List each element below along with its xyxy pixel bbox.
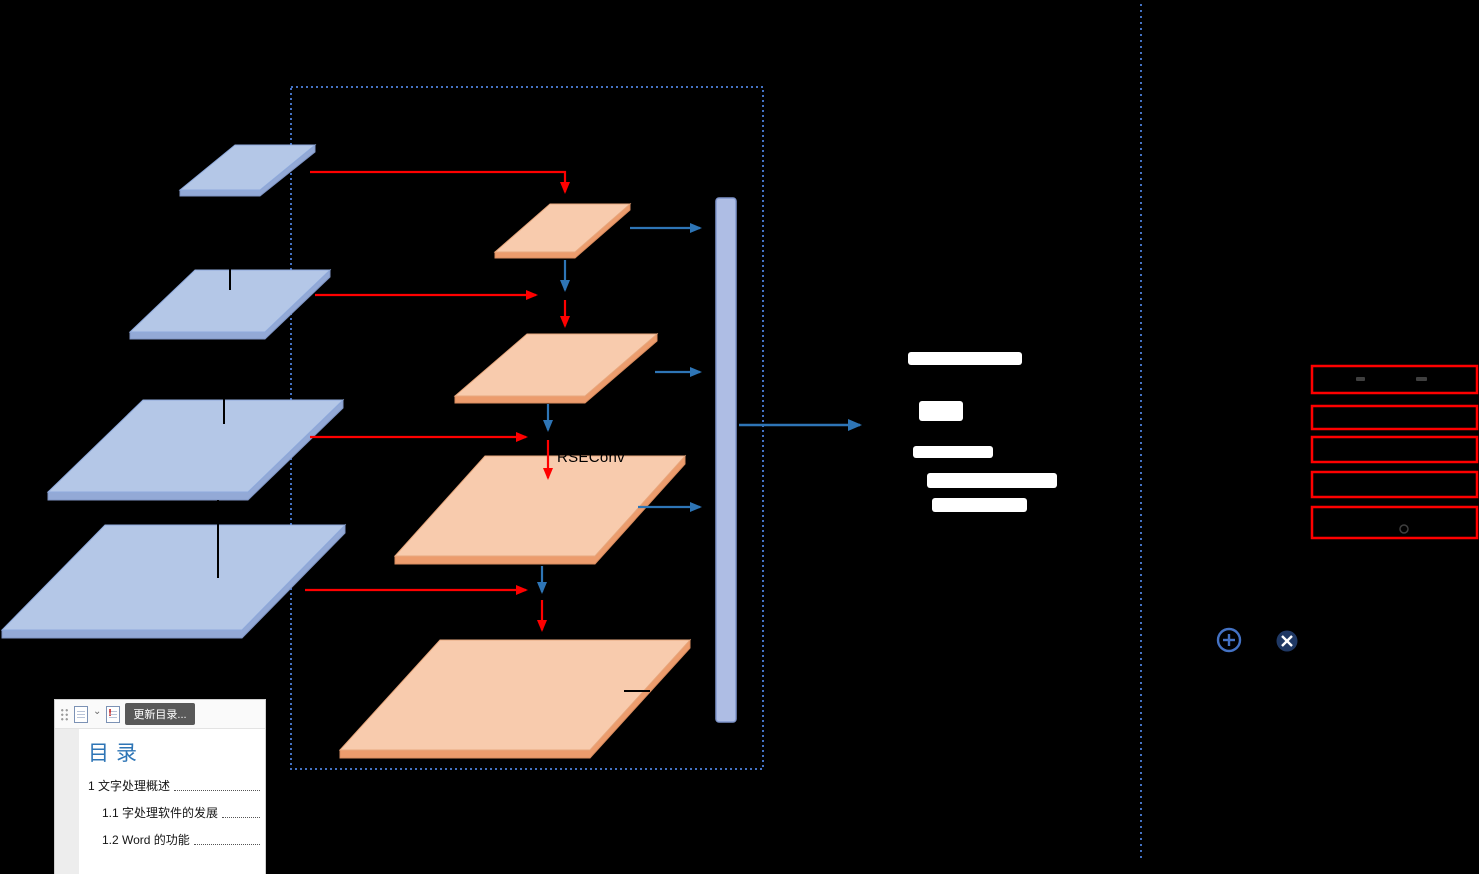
- update-toc-button[interactable]: 更新目录...: [125, 703, 195, 725]
- input-feature-level-1: [178, 143, 317, 197]
- faint-glyphs: [1356, 377, 1427, 534]
- toc-entry-label: 1.1 字处理软件的发展: [102, 806, 219, 820]
- lateral-connection-arrows: [305, 170, 570, 632]
- enhanced-feature-level-1: [493, 202, 632, 259]
- dotted-leader: [174, 790, 260, 791]
- enhanced-feature-level-2: [453, 332, 659, 404]
- chevron-down-icon[interactable]: ⌄: [93, 706, 102, 717]
- toc-entry-2[interactable]: 1.1 字处理软件的发展: [102, 804, 261, 821]
- input-feature-level-3: [46, 398, 345, 501]
- enhanced-feature-level-3: [393, 454, 687, 565]
- red-outline-box-5: [1310, 505, 1479, 540]
- multiply-operation-icon: [1276, 630, 1298, 652]
- toc-content: 目录 1 文字处理概述 1.1 字处理软件的发展 1.2 Word 的功能: [79, 729, 265, 874]
- red-exclamation-mark: !: [108, 707, 112, 719]
- highlighted-text-bars: [908, 352, 1057, 512]
- red-outline-box-2: [1310, 404, 1479, 431]
- enhanced-feature-level-4: [338, 638, 692, 759]
- toc-entry-3[interactable]: 1.2 Word 的功能: [102, 831, 261, 848]
- red-outline-box-1: [1310, 364, 1479, 395]
- input-feature-level-2: [128, 268, 332, 340]
- dotted-leader: [193, 844, 260, 845]
- toc-entry-1[interactable]: 1 文字处理概述: [88, 777, 261, 794]
- toc-body: 目录 1 文字处理概述 1.1 字处理软件的发展 1.2 Word 的功能: [55, 729, 265, 874]
- toc-title: 目录: [88, 742, 144, 765]
- toc-entry-label: 1 文字处理概述: [88, 779, 171, 793]
- add-operation-icon: [1216, 627, 1242, 653]
- red-outline-boxes: [1310, 364, 1479, 540]
- toc-document-icon[interactable]: [74, 705, 88, 723]
- rseconv-label: RSEConv: [557, 449, 625, 466]
- topdown-and-output-arrows: [537, 223, 702, 594]
- toc-toolbar: ⌄ ! 更新目录...: [55, 700, 265, 729]
- dotted-leader: [222, 817, 260, 818]
- input-feature-level-4: [0, 523, 347, 639]
- red-outline-box-4: [1310, 470, 1479, 499]
- red-outline-box-3: [1310, 435, 1479, 464]
- left-gutter: [55, 729, 79, 874]
- drag-handle-icon[interactable]: [60, 707, 69, 721]
- toc-entry-label: 1.2 Word 的功能: [102, 833, 190, 847]
- word-toc-popup: ⌄ ! 更新目录... 目录 1 文字处理概述 1.1 字处理软件的发展 1.2…: [55, 700, 265, 874]
- concat-bar: [715, 197, 737, 723]
- update-toc-icon[interactable]: !: [106, 705, 121, 723]
- level-connector-lines: [217, 250, 231, 578]
